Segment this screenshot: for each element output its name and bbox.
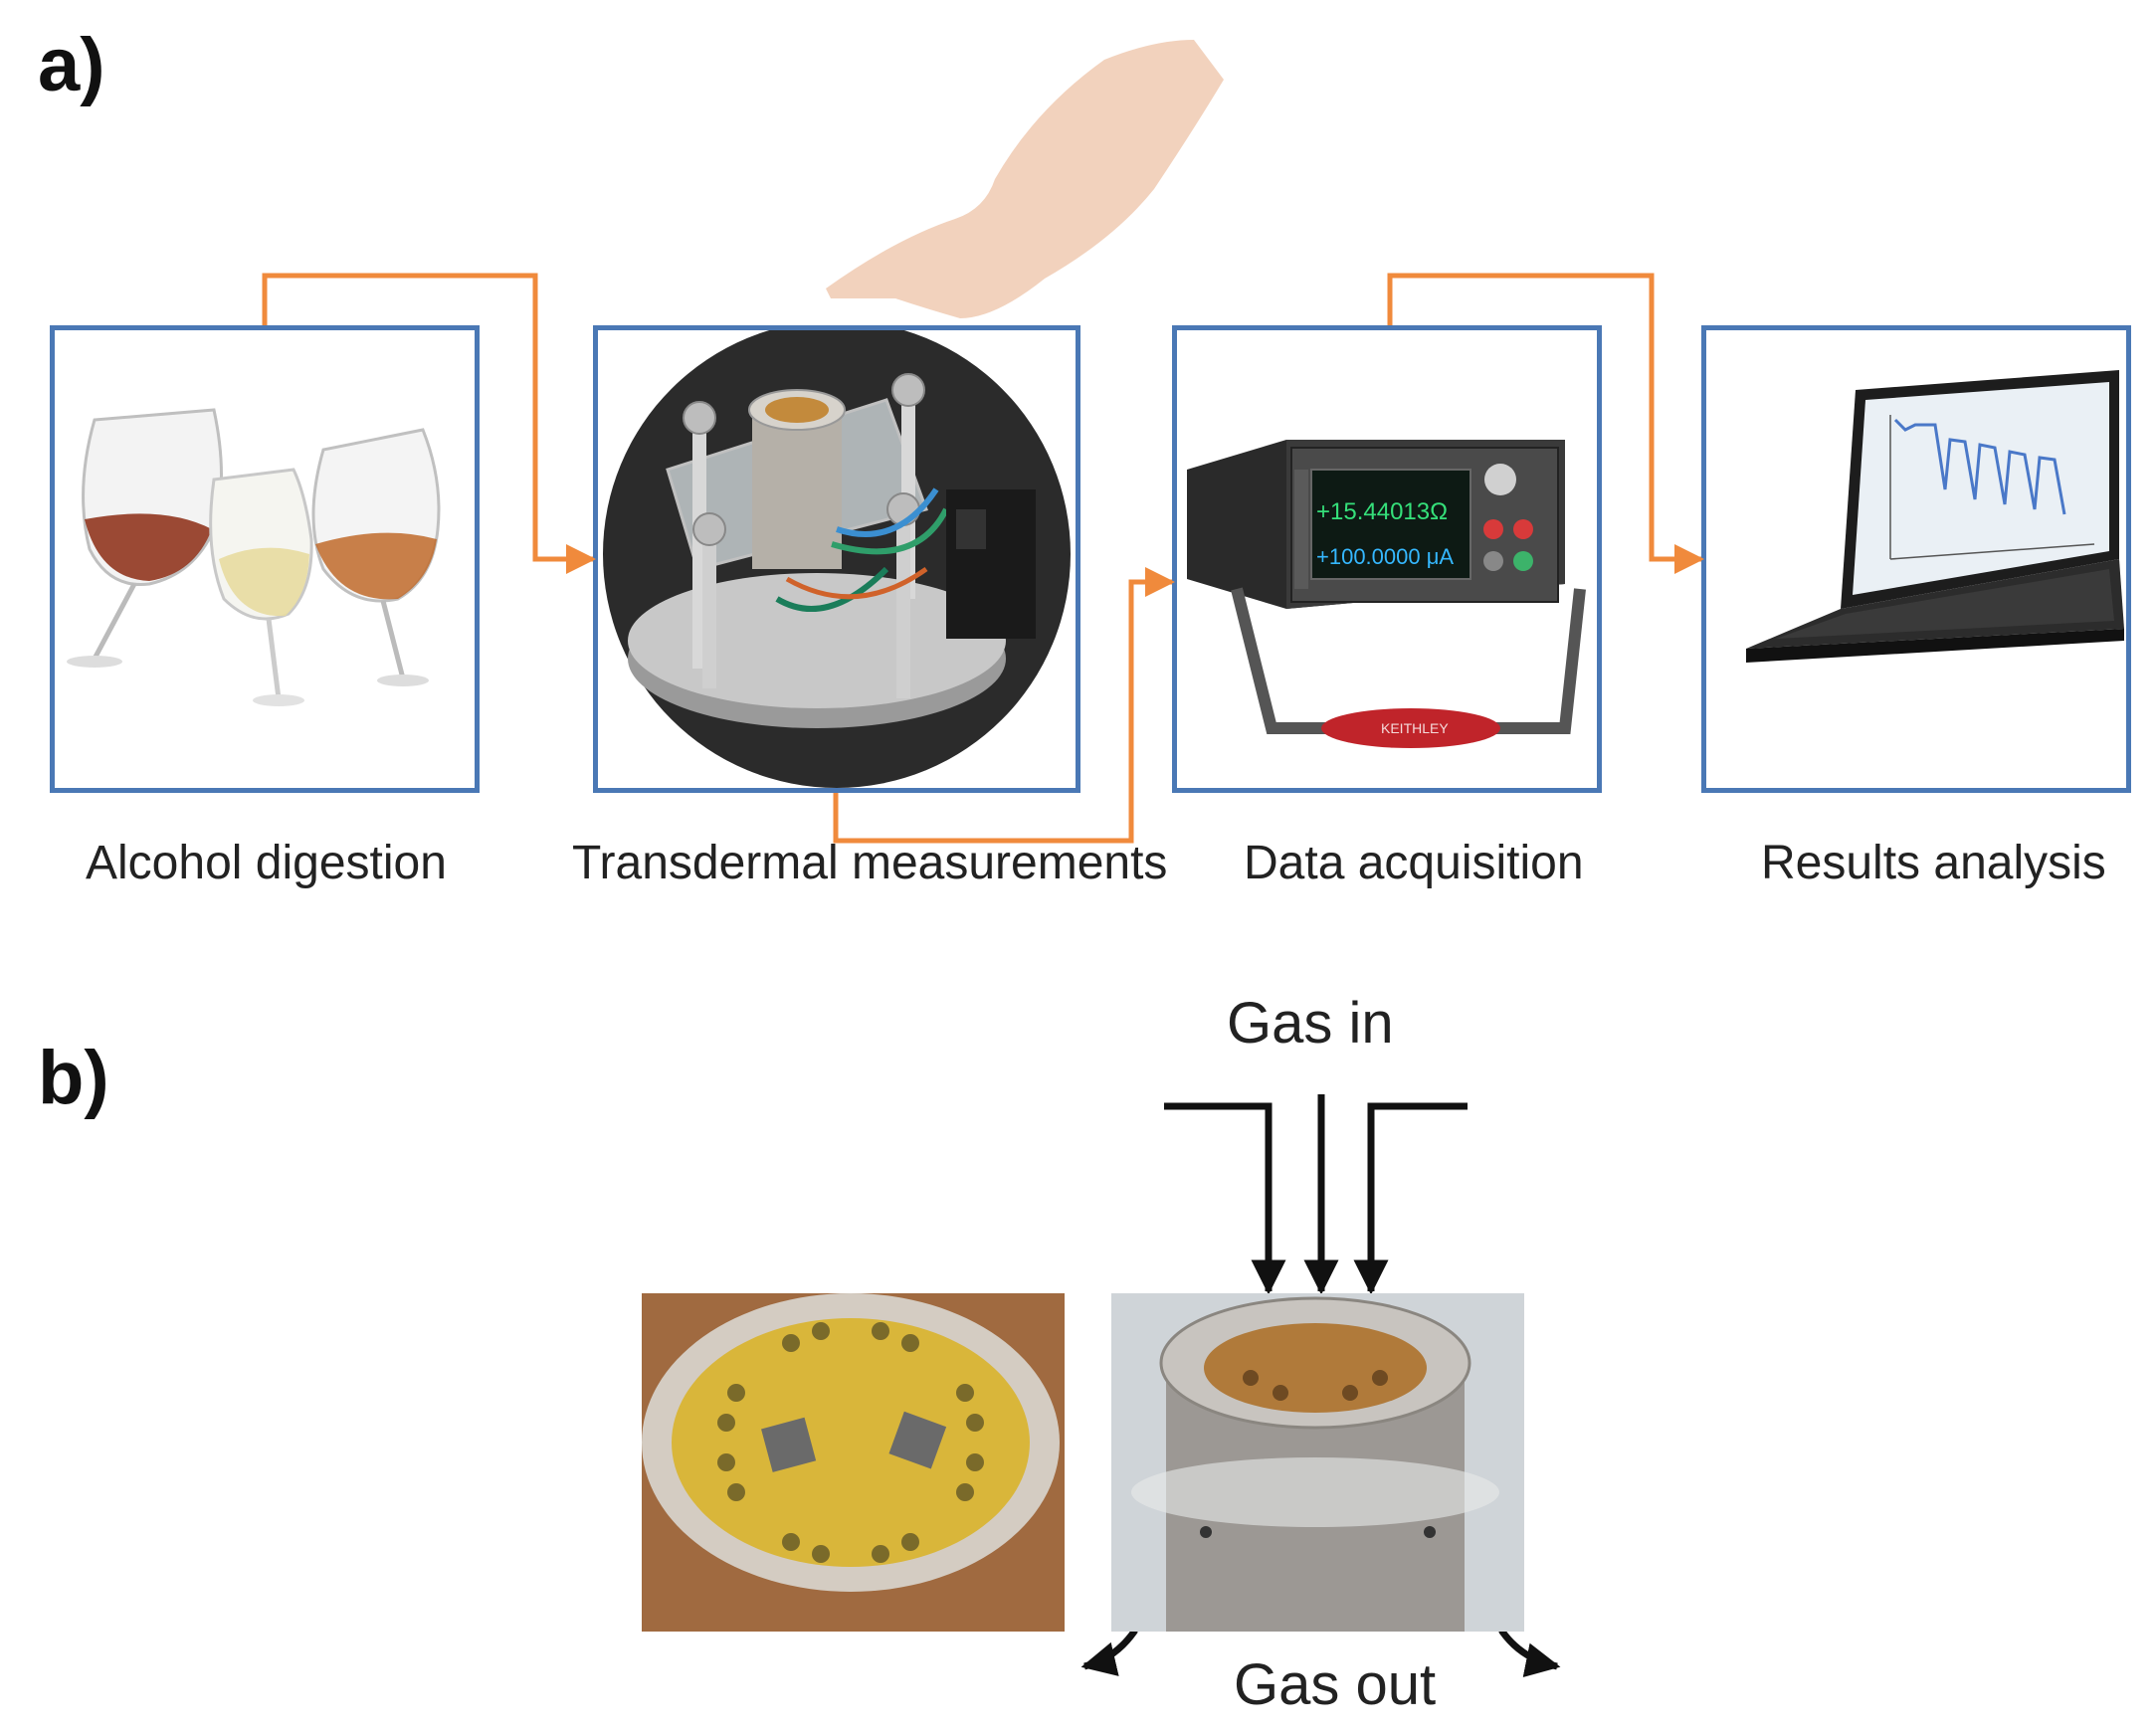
meter-brand: KEITHLEY: [1381, 720, 1449, 736]
gas-in-arrow-left: [1164, 1102, 1286, 1295]
step-label-transdermal-measurements: Transdermal measurements: [572, 837, 1168, 889]
meter-reading-current: +100.0000 μA: [1316, 544, 1454, 569]
gas-in-arrow-right: [1353, 1102, 1468, 1295]
wine-glass-rose: [311, 428, 441, 686]
step-label-alcohol-digestion: Alcohol digestion: [86, 837, 447, 889]
step-label-results-analysis: Results analysis: [1761, 837, 2106, 889]
connector-alcohol-to-transdermal: [262, 273, 596, 574]
sensor-board-photo: [642, 1293, 1065, 1632]
wine-glass-white: [209, 468, 313, 706]
results-analysis-box: [1701, 325, 2131, 793]
connector-acquisition-to-analysis: [1387, 273, 1704, 574]
transdermal-measurement-box: [593, 325, 1080, 793]
laptop-illustration: [1746, 370, 2124, 663]
source-meter-illustration: +15.44013Ω +100.0000 μA KEITHLEY: [1187, 440, 1586, 748]
data-acquisition-box: +15.44013Ω +100.0000 μA KEITHLEY: [1172, 325, 1602, 793]
panel-b-label: b): [38, 1036, 109, 1120]
gas-out-label: Gas out: [1234, 1652, 1437, 1717]
step-label-data-acquisition: Data acquisition: [1244, 837, 1584, 889]
wine-glass-red: [67, 408, 223, 668]
meter-reading-resistance: +15.44013Ω: [1316, 498, 1448, 525]
alcohol-digestion-box: [50, 325, 480, 793]
connector-transdermal-to-acquisition: [833, 567, 1175, 844]
wine-glasses-illustration: [67, 408, 441, 706]
gas-in-label: Gas in: [1227, 991, 1394, 1056]
panel-a-label: a): [38, 23, 105, 107]
sensor-chamber-illustration: [603, 330, 1071, 788]
gas-chamber-photo: [1111, 1293, 1524, 1632]
